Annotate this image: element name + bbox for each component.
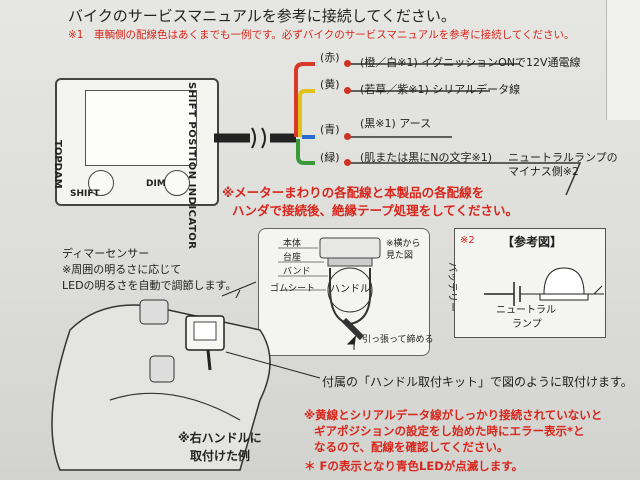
side-view-note-2: 見た図 — [386, 251, 414, 261]
shift-button-graphic — [88, 170, 114, 196]
mount-handle-label: ハンドル — [330, 284, 370, 295]
dim-label: DIM — [146, 179, 166, 189]
paper-edge — [606, 0, 640, 120]
page-title: バイクのサービスマニュアルを参考に接続してください。 — [68, 7, 456, 25]
error-note-4: ＊ Fの表示となり青色LEDが点滅します。 — [304, 459, 524, 473]
side-view-note-1: ※横から — [386, 239, 421, 249]
lamp-label-2: ランプ — [512, 319, 542, 330]
mount-band-label: バンド — [283, 267, 311, 277]
reference-title: 【参考図】 — [502, 235, 563, 249]
right-handle-caption-2: 取付けた例 — [190, 449, 251, 463]
wiring-note: ※1 車輌側の配線色はあくまでも一例です。必ずバイクのサービスマニュアルを参考に… — [68, 29, 575, 41]
warning-line-1: ※メーターまわりの各配線と本製品の各配線を — [222, 185, 485, 200]
neutral-lamp-label-1: ニュートラルランプの — [508, 151, 618, 164]
wire-green-tag: (緑) — [320, 151, 340, 164]
right-handle-caption-1: ※右ハンドルに — [178, 431, 262, 445]
wire-red-tag: (赤) — [320, 51, 340, 64]
neutral-lamp-label-2: マイナス側※2 — [508, 165, 579, 178]
pull-tighten-label: 引っ張って締める — [362, 335, 434, 345]
lamp-label-1: ニュートラル — [496, 305, 556, 316]
dimmer-title: ディマーセンサー — [62, 247, 150, 260]
warning-line-2: ハンダで接続後、絶縁テープ処理をしてください。 — [232, 203, 519, 218]
indicator-device — [55, 78, 219, 206]
dimmer-note-2: LEDの明るさを自動で調節します。 — [62, 279, 237, 292]
dim-button-graphic — [164, 170, 190, 196]
wire-red-desc: (橙／白※1) イグニッションONで12V通電線 — [360, 56, 581, 69]
mount-body-label: 本体 — [283, 239, 302, 249]
reference-mark: ※2 — [460, 235, 475, 246]
wire-yellow-desc: (若草／紫※1) シリアルデータ線 — [360, 83, 521, 96]
wire-green-desc: (肌または黒にNの文字※1) — [360, 151, 493, 164]
error-note-3: なるので、配線を確認してください。 — [314, 440, 509, 454]
mount-base-label: 台座 — [283, 253, 302, 263]
error-note-2: ギアポジションの設定をし始めた時にエラー表示*と — [314, 424, 585, 438]
reference-circuit — [484, 267, 604, 306]
wire-yellow-tag: (黄) — [320, 78, 340, 91]
mount-rubber-label: ゴムシート — [270, 284, 316, 294]
error-note-1: ※黄線とシリアルデータ線がしっかり接続されていないと — [304, 408, 603, 422]
shift-label: SHIFT — [70, 189, 100, 199]
dimmer-note-1: ※周囲の明るさに応じて — [62, 263, 182, 276]
display-window — [85, 90, 197, 166]
mount-diagram-graphic — [278, 237, 381, 350]
wire-blue-desc: (黒※1) アース — [360, 117, 432, 130]
wire-blue-tag: (青) — [320, 123, 340, 136]
mount-kit-instruction: 付属の「ハンドル取付キット」で図のように取付けます。 — [322, 375, 633, 389]
